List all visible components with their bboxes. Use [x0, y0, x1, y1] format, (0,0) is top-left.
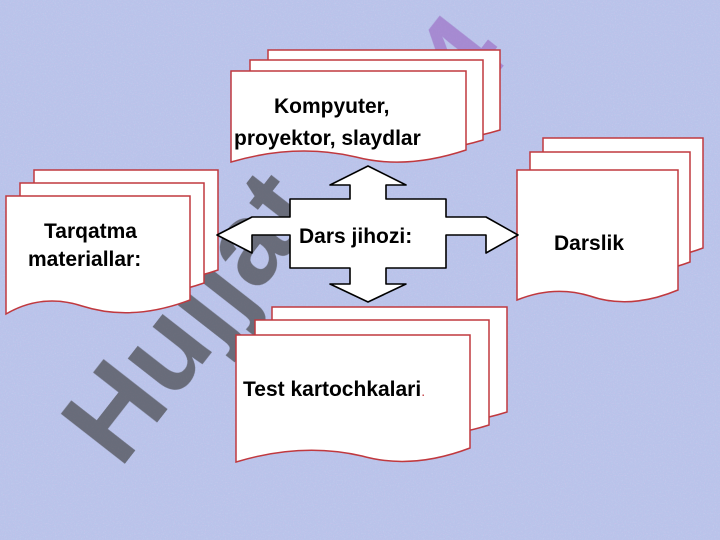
center-label: Dars jihozi:: [299, 225, 413, 248]
doc-label-top-line2: proyektor, slaydlar: [234, 127, 421, 150]
doc-label-left-line1: Tarqatma: [44, 220, 137, 243]
doc-sheet-front: [516, 169, 679, 303]
doc-label-bottom: Test kartochkalari.: [243, 377, 425, 404]
doc-label-bottom-text: Test kartochkalari: [243, 378, 422, 401]
doc-stack-darslik: [516, 137, 704, 303]
doc-stack-kompyuter: [230, 49, 501, 164]
doc-label-right: Darslik: [554, 232, 625, 255]
doc-label-left-line2: materiallar:: [28, 248, 142, 271]
doc-sheet-front: [5, 195, 191, 316]
doc-label-top-line1: Kompyuter,: [274, 95, 390, 118]
doc-stack-tarqatma: [5, 169, 219, 316]
doc-label-bottom-suffix: .: [421, 383, 426, 399]
doc-sheet-front: [230, 70, 467, 164]
doc-sheet-front: [235, 334, 471, 464]
doc-stack-test: [235, 306, 508, 464]
four-way-arrow: [216, 165, 519, 303]
